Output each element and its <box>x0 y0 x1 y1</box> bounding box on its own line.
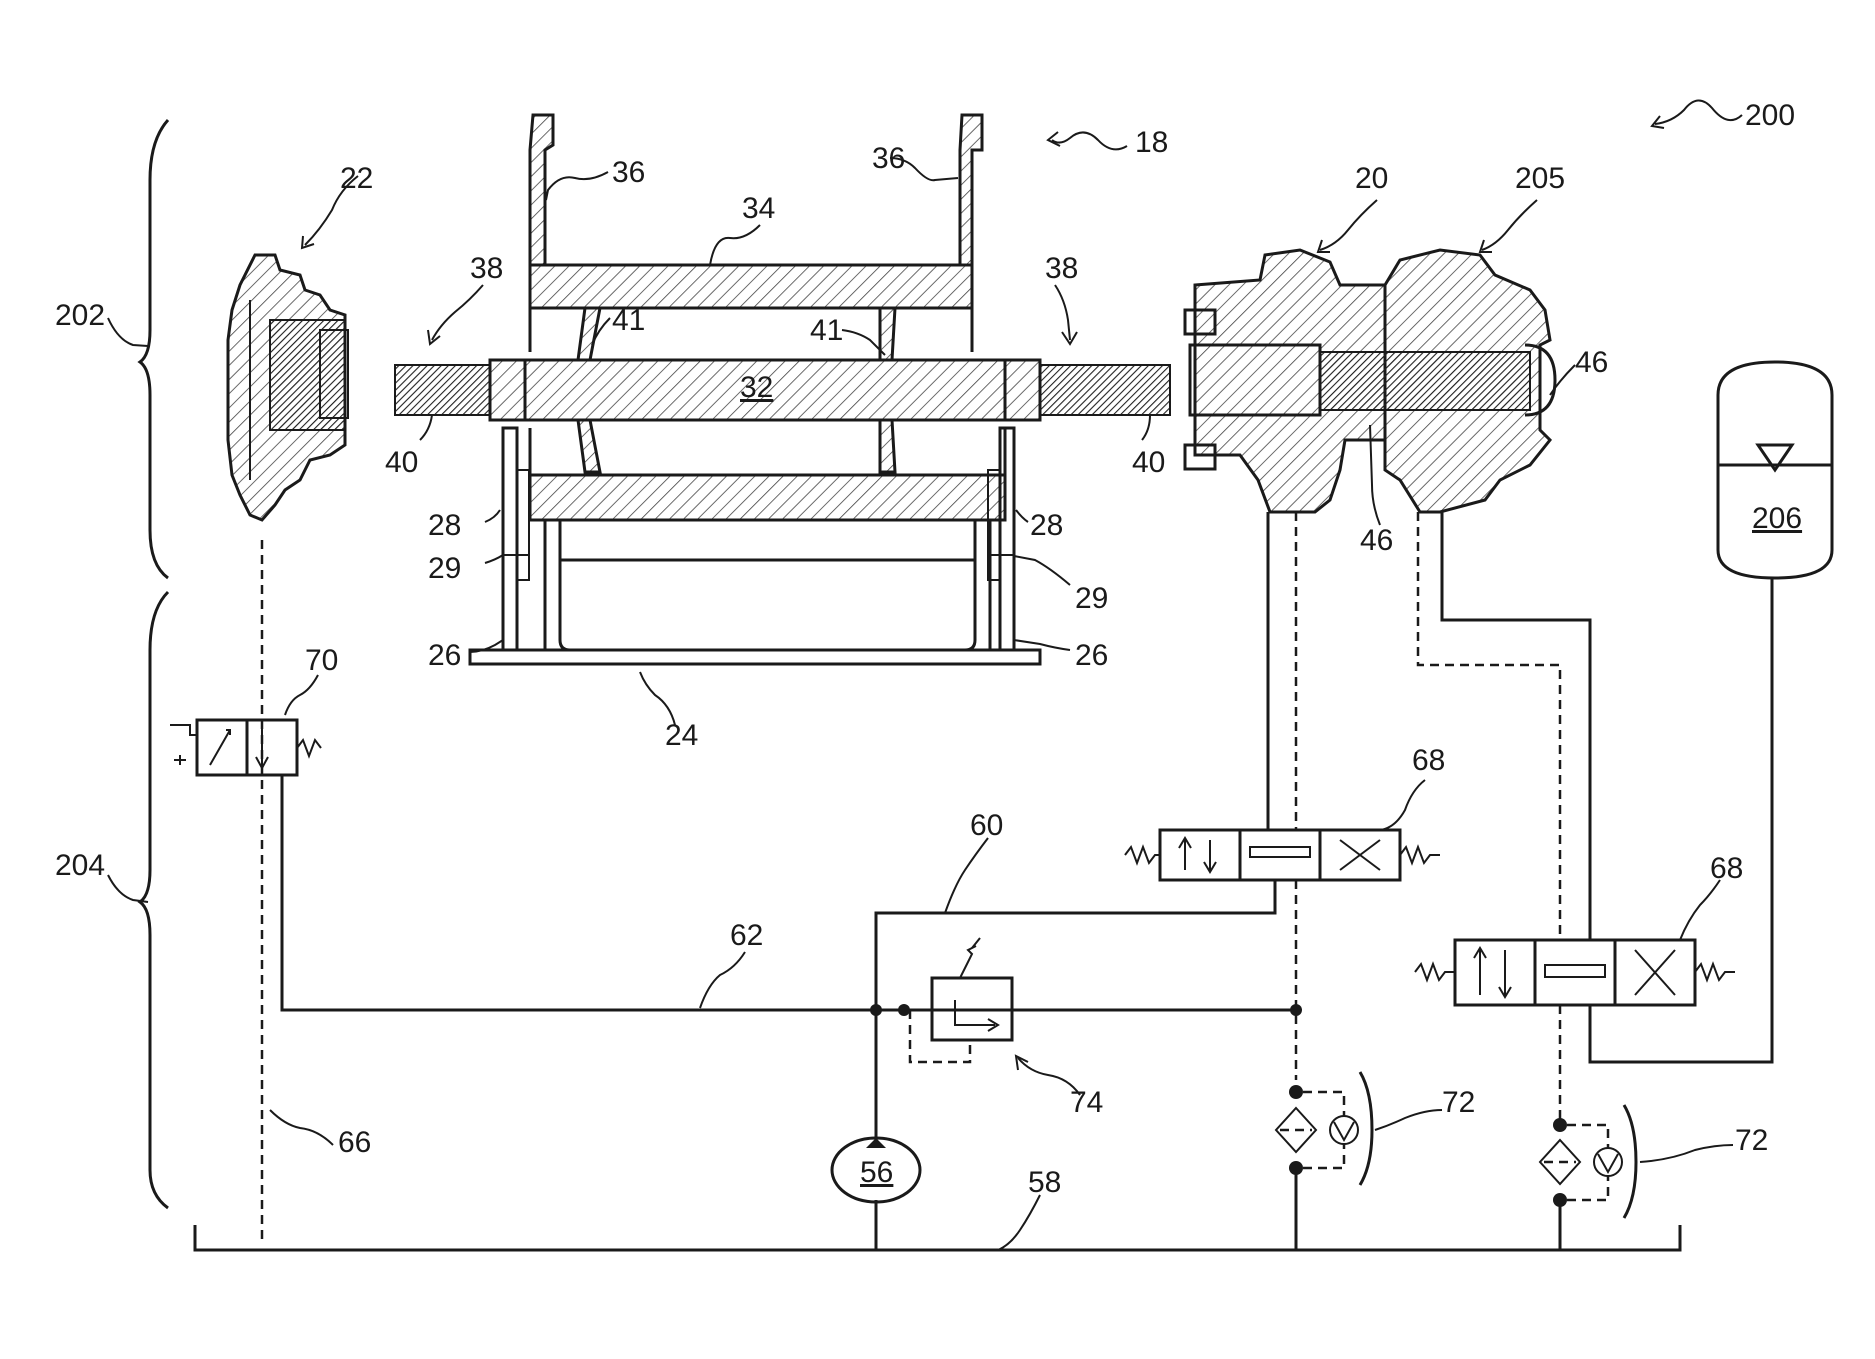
label-41-right: 41 <box>810 314 843 347</box>
valve-70 <box>170 720 321 775</box>
brace-204 <box>140 592 168 1208</box>
label-32: 32 <box>740 371 773 404</box>
label-60: 60 <box>970 809 1003 842</box>
label-41-left: 41 <box>612 304 645 337</box>
base-plate <box>470 650 1040 664</box>
label-46-upper: 46 <box>1575 346 1608 379</box>
label-204: 204 <box>55 849 105 882</box>
label-36-left: 36 <box>612 156 645 189</box>
wheel-assembly <box>395 115 1170 664</box>
label-56: 56 <box>860 1156 893 1189</box>
label-28-left: 28 <box>428 509 461 542</box>
label-205: 205 <box>1515 162 1565 195</box>
line-60 <box>876 880 1275 1010</box>
rim-lower <box>530 475 1005 520</box>
label-40-left: 40 <box>385 446 418 479</box>
label-34: 34 <box>742 192 775 225</box>
disc-left <box>503 428 517 650</box>
label-26-right: 26 <box>1075 639 1108 672</box>
line-62 <box>282 775 1300 1010</box>
label-68-lower: 68 <box>1710 852 1743 885</box>
label-40-right: 40 <box>1132 446 1165 479</box>
relief-valve-74 <box>904 938 1296 1062</box>
axle-spline-right <box>1040 365 1170 415</box>
rim-flange-right <box>960 115 982 265</box>
label-70: 70 <box>305 644 338 677</box>
label-18: 18 <box>1135 126 1168 159</box>
valve-68-lower <box>1415 940 1735 1005</box>
shaft-46 <box>1320 352 1530 410</box>
component-22 <box>228 255 348 520</box>
rim-flange-left <box>530 115 553 265</box>
label-24: 24 <box>665 719 698 752</box>
label-206: 206 <box>1752 502 1802 535</box>
label-29-right: 29 <box>1075 582 1108 615</box>
label-58: 58 <box>1028 1166 1061 1199</box>
label-200: 200 <box>1745 99 1795 132</box>
label-68-upper: 68 <box>1412 744 1445 777</box>
label-202: 202 <box>55 299 105 332</box>
label-72-lower: 72 <box>1735 1124 1768 1157</box>
rim-upper <box>530 265 972 308</box>
label-62: 62 <box>730 919 763 952</box>
disc-right <box>1000 428 1014 650</box>
label-22: 22 <box>340 162 373 195</box>
brace-202 <box>140 120 168 578</box>
label-72-upper: 72 <box>1442 1086 1475 1119</box>
label-36-right: 36 <box>872 142 905 175</box>
label-38-left: 38 <box>470 252 503 285</box>
label-38-right: 38 <box>1045 252 1078 285</box>
filter-72-upper <box>1276 1072 1372 1185</box>
label-26-left: 26 <box>428 639 461 672</box>
label-66: 66 <box>338 1126 371 1159</box>
axle-spline-left <box>395 365 490 415</box>
label-29-left: 29 <box>428 552 461 585</box>
label-20: 20 <box>1355 162 1388 195</box>
label-28-right: 28 <box>1030 509 1063 542</box>
label-46-lower: 46 <box>1360 524 1393 557</box>
valve-68-upper <box>1125 830 1440 880</box>
label-74: 74 <box>1070 1086 1103 1119</box>
filter-72-lower <box>1540 1105 1636 1218</box>
sump-line-58 <box>195 1225 1680 1250</box>
